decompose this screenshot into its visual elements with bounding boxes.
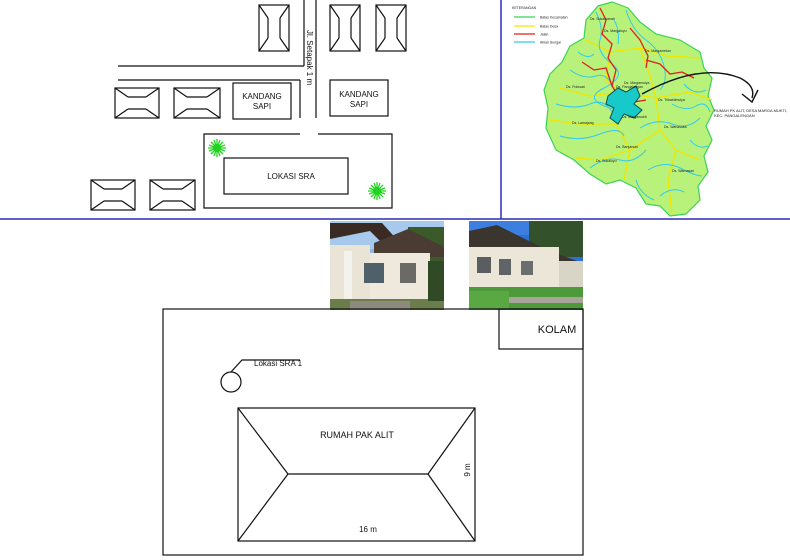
house-label: RUMAH PAK ALIT (320, 430, 394, 440)
sra-enclosure (203, 133, 393, 209)
roof-mid-2 (173, 87, 221, 119)
house-photo-yard-icon (469, 221, 583, 310)
legend: Batas Kecamatan Batas Desa Jalan Aliran … (514, 16, 568, 45)
kolam-label: KOLAM (538, 324, 577, 336)
tree-icon (208, 139, 226, 157)
legend-item-1: Batas Desa (540, 25, 558, 29)
roof-mid-1 (114, 87, 160, 119)
legend-item-3: Aliran Sungai (540, 41, 561, 45)
place-label: Ds. Tribaktimulya (658, 98, 685, 102)
callout-line2: KEC. PANGALENGAN (714, 113, 755, 118)
house-plan (162, 308, 584, 556)
legend-item-0: Batas Kecamatan (540, 16, 568, 20)
tree-icon (368, 182, 386, 200)
sra1-marker (220, 371, 242, 393)
place-label: Ds. Margamukti (622, 115, 647, 119)
kolam-box (498, 308, 584, 350)
width-label: 16 m (359, 525, 377, 534)
margamukti-highlight (605, 85, 643, 125)
place-labels: Ds. Margamekar Ds. Sukamanah Ds. Margalu… (566, 17, 694, 173)
roof-top-1 (258, 4, 290, 52)
place-label: Ds. Pangalengan (616, 85, 643, 89)
depth-label: 9 m (463, 463, 472, 477)
kandang-left-line1: KANDANG (242, 92, 282, 101)
road-label: Jl. Setapak 1 m (305, 30, 314, 85)
sra1-leader (230, 359, 300, 373)
roof-top-3 (375, 4, 407, 52)
kandang-sapi-left (232, 82, 292, 120)
kandang-right-line1: KANDANG (339, 90, 379, 99)
site-plan (90, 0, 407, 211)
footpath (118, 0, 317, 118)
roof-bot-2 (149, 179, 196, 211)
legend-title: KETERANGAN (512, 6, 537, 10)
legend-item-2: Jalan (540, 33, 548, 37)
callout-line1: RUMAH PK ALIT, DESA MARGA MUKTI, (714, 108, 787, 113)
house-photo-front-icon (330, 221, 444, 310)
place-label: Ds. Pulosari (566, 85, 585, 89)
lot-boundary (162, 308, 584, 556)
place-label: Ds. Margamulya (624, 81, 650, 85)
location-map: KETERANGAN Batas Kecamatan Batas Desa Ja… (512, 1, 787, 217)
place-label: Ds. Warnasari (672, 169, 694, 173)
sra1-label: Lokasi SRA 1 (254, 359, 303, 368)
kandang-left-line2: SAPI (253, 102, 271, 111)
place-label: Ds. Margamekar (645, 49, 672, 53)
place-label: Ds. Wanasuka (664, 125, 687, 129)
kandang-right-line2: SAPI (350, 100, 368, 109)
place-label: Ds. Sukamanah (590, 17, 615, 21)
lokasi-sra-label: LOKASI SRA (267, 172, 315, 181)
callout-arrow (641, 72, 759, 104)
roof-bot-1 (90, 179, 136, 211)
roof-top-2 (329, 4, 361, 52)
house-roof (237, 407, 476, 542)
lokasi-sra-box (223, 157, 349, 195)
place-label: Ds. Margaluyu (604, 29, 627, 33)
place-label: Ds. Lamajang (572, 121, 594, 125)
place-label: Ds. Sukaluyu (596, 159, 617, 163)
place-label: Ds. Banjarsari (616, 145, 638, 149)
kandang-sapi-right (329, 79, 389, 117)
